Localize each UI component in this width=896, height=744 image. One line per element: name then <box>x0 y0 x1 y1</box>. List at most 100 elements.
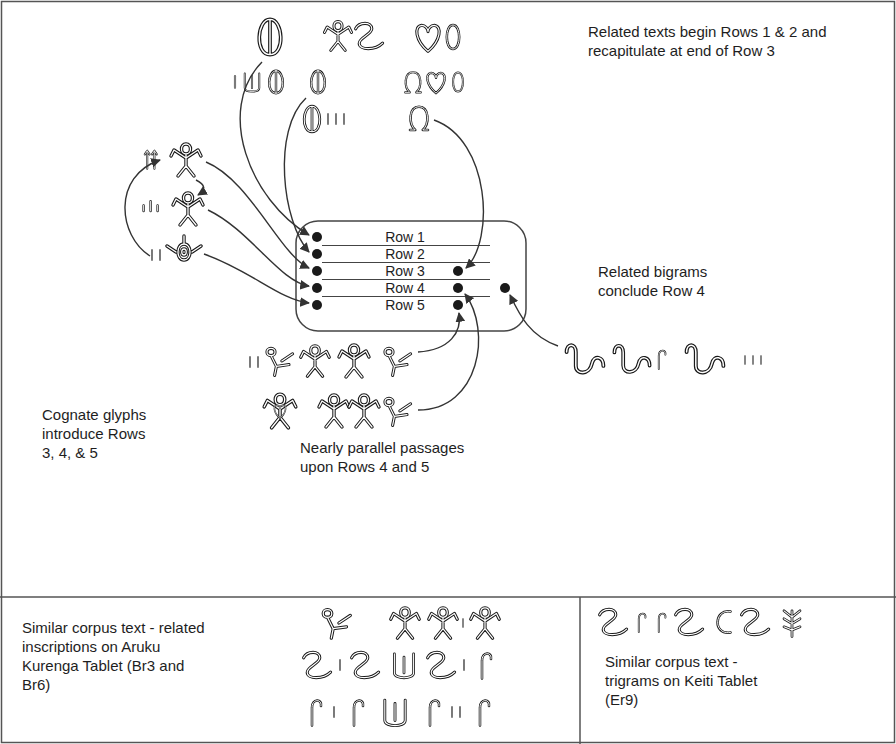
glyph <box>452 707 453 717</box>
row-band: Row 1 <box>340 229 470 246</box>
glyph <box>385 398 411 425</box>
glyph <box>167 236 201 260</box>
glyph <box>600 609 627 634</box>
glyph <box>173 193 203 225</box>
glyph <box>304 106 320 132</box>
row-band: Row 2 <box>340 246 470 263</box>
row-dot <box>453 266 463 276</box>
corpus-panel: Similar corpus text - related inscriptio… <box>0 598 580 744</box>
callout-text: Nearly parallel passages upon Rows 4 and… <box>300 438 495 476</box>
row-band: Row 5 <box>340 297 470 314</box>
glyph <box>328 114 329 124</box>
glyph <box>784 611 800 637</box>
arrow <box>510 295 558 346</box>
glyph <box>264 394 296 428</box>
glyph <box>639 614 646 632</box>
glyph <box>301 346 330 376</box>
glyph <box>356 23 383 48</box>
panel-divider <box>0 596 896 598</box>
glyph <box>464 660 465 670</box>
glyph <box>718 611 731 632</box>
glyph <box>659 614 666 632</box>
glyph <box>267 348 293 375</box>
glyph <box>394 654 413 678</box>
glyph <box>312 701 321 726</box>
arrow <box>206 162 309 268</box>
row-dot <box>312 266 322 276</box>
glyph <box>274 405 285 418</box>
glyph <box>453 72 463 91</box>
arrow <box>208 210 309 286</box>
arrow <box>125 160 160 256</box>
glyph <box>385 700 405 726</box>
row-dot <box>312 300 322 310</box>
glyph <box>405 72 421 92</box>
glyph <box>480 701 489 726</box>
node-text: Similar corpus text - related inscriptio… <box>22 618 212 694</box>
arrow <box>434 120 483 268</box>
glyph <box>259 19 280 54</box>
row-dot <box>453 283 463 293</box>
arrow <box>418 313 459 352</box>
glyph <box>385 348 411 375</box>
glyph <box>463 619 464 627</box>
glyph <box>428 652 455 677</box>
glyph <box>323 610 350 639</box>
glyph <box>676 609 703 634</box>
glyph <box>160 250 161 260</box>
glyph <box>471 608 500 638</box>
glyph <box>659 351 666 369</box>
node-text: Row 1 <box>340 229 470 246</box>
glyph <box>567 345 604 372</box>
glyph <box>344 114 345 124</box>
glyph <box>235 76 236 87</box>
row-dot <box>312 232 322 242</box>
callout-text: Related texts begin Rows 1 & 2 and recap… <box>588 22 850 60</box>
glyph <box>429 608 458 638</box>
glyph <box>311 71 325 93</box>
glyph <box>427 73 444 93</box>
glyph <box>144 201 158 211</box>
glyph <box>269 71 283 93</box>
glyph <box>761 356 762 364</box>
node-text: Similar corpus text - trigrams on Keiti … <box>605 652 777 709</box>
glyph <box>430 701 439 726</box>
glyph <box>334 707 335 717</box>
glyph <box>745 356 746 364</box>
glyph <box>391 608 420 638</box>
glyph <box>340 660 341 670</box>
glyph <box>447 25 459 49</box>
arrow <box>196 180 204 195</box>
panel-divider <box>579 597 581 744</box>
glyph <box>753 356 754 364</box>
row-band: Row 4 <box>340 280 470 297</box>
glyph <box>250 357 251 367</box>
glyph <box>352 652 379 677</box>
callout-text: Related bigrams conclude Row 4 <box>598 262 738 300</box>
arrow <box>204 254 309 303</box>
row-dot <box>500 283 510 293</box>
glyph <box>339 345 369 377</box>
corpus-panel: Similar corpus text - trigrams on Keiti … <box>581 598 896 744</box>
glyph <box>319 395 349 427</box>
glyph <box>152 250 153 260</box>
glyph <box>171 144 201 176</box>
row-dot <box>312 283 322 293</box>
row-band: Row 3 <box>340 263 470 280</box>
node-text: Row 3 <box>340 263 470 280</box>
glyph <box>354 701 363 726</box>
callout-text: Cognate glyphs introduce Rows 3, 4, & 5 <box>42 405 160 462</box>
glyph <box>687 345 724 372</box>
node-text: Row 5 <box>340 297 470 314</box>
glyph <box>417 25 439 51</box>
tablet-outline <box>296 221 526 331</box>
arrow <box>284 98 309 252</box>
glyph <box>614 346 649 372</box>
glyph <box>742 609 769 634</box>
glyph <box>349 395 379 427</box>
row-dot <box>312 249 322 259</box>
glyph <box>304 652 331 677</box>
glyph <box>460 707 461 717</box>
